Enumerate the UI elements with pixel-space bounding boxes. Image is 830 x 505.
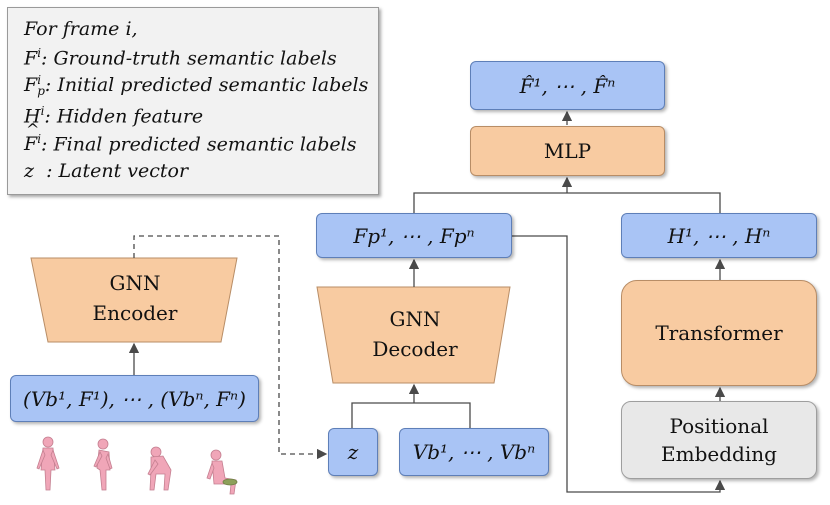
legend-symbol: z bbox=[24, 160, 35, 182]
legend-text: : Hidden feature bbox=[44, 105, 204, 128]
gnn-encoder-shape bbox=[30, 257, 238, 343]
input-pairs-label: (Vb¹, F¹), ⋯ , (Vbⁿ, Fⁿ) bbox=[23, 386, 246, 411]
vertices-label: Vb¹, ⋯ , Vbⁿ bbox=[412, 440, 536, 464]
mlp-label: MLP bbox=[543, 139, 592, 163]
final-output-label: F̂¹, ⋯ , F̂ⁿ bbox=[519, 73, 616, 98]
transformer-label: Transformer bbox=[655, 321, 783, 345]
positional-embedding-box: Positional Embedding bbox=[621, 401, 817, 479]
initial-pred-label: Fp¹, ⋯ , Fpⁿ bbox=[353, 223, 475, 248]
body-figure-sitting bbox=[206, 449, 238, 495]
line-decoder-inputs bbox=[351, 402, 471, 428]
vertices-box: Vb¹, ⋯ , Vbⁿ bbox=[399, 428, 549, 476]
mlp-box: MLP bbox=[470, 126, 665, 176]
arrow-initial-to-positional bbox=[512, 235, 726, 493]
hidden-label: H¹, ⋯ , Hⁿ bbox=[667, 223, 771, 248]
legend-text: : Final predicted semantic labels bbox=[41, 133, 357, 156]
body-figure-standing bbox=[36, 436, 60, 491]
latent-box: z bbox=[328, 428, 378, 476]
legend-symbol: F bbox=[24, 47, 38, 70]
gnn-decoder-shape bbox=[316, 286, 511, 384]
line-merge bbox=[413, 192, 721, 213]
legend-text: : Initial predicted semantic labels bbox=[44, 74, 369, 96]
input-pairs-box: (Vb¹, F¹), ⋯ , (Vbⁿ, Fⁿ) bbox=[10, 375, 259, 422]
gnn-encoder-label: GNN Encoder bbox=[92, 271, 178, 325]
final-output-box: F̂¹, ⋯ , F̂ⁿ bbox=[470, 61, 665, 110]
legend-box: For frame i, Fi: Ground-truth semantic l… bbox=[7, 7, 379, 195]
legend-text: : Latent vector bbox=[34, 160, 189, 182]
body-figure-crouching bbox=[147, 446, 172, 491]
legend-item-latent: z : Latent vector bbox=[24, 160, 188, 182]
legend-item-hidden: Hi: Hidden feature bbox=[24, 104, 204, 128]
gnn-decoder-label: GNN Decoder bbox=[372, 307, 458, 361]
legend-text: : Ground-truth semantic labels bbox=[41, 47, 337, 70]
legend-symbol: F bbox=[24, 74, 38, 96]
transformer-box: Transformer bbox=[621, 280, 817, 386]
initial-pred-box: Fp¹, ⋯ , Fpⁿ bbox=[316, 213, 512, 258]
dashed-encoder-to-z bbox=[133, 235, 328, 460]
positional-line1: Positional bbox=[669, 414, 769, 438]
legend-item-final-pred: ^Fi: Final predicted semantic labels bbox=[24, 120, 357, 156]
legend-item-ground-truth: Fi: Ground-truth semantic labels bbox=[24, 46, 337, 70]
connectors bbox=[128, 110, 726, 493]
latent-label: z bbox=[347, 440, 359, 464]
legend-heading: For frame i, bbox=[24, 18, 138, 40]
positional-line2: Embedding bbox=[661, 442, 777, 466]
body-figure-bending bbox=[93, 438, 113, 491]
legend-symbol: ^F bbox=[24, 120, 40, 156]
legend-symbol: H bbox=[24, 105, 41, 128]
body-figures bbox=[36, 436, 238, 495]
hidden-box: H¹, ⋯ , Hⁿ bbox=[621, 213, 817, 258]
